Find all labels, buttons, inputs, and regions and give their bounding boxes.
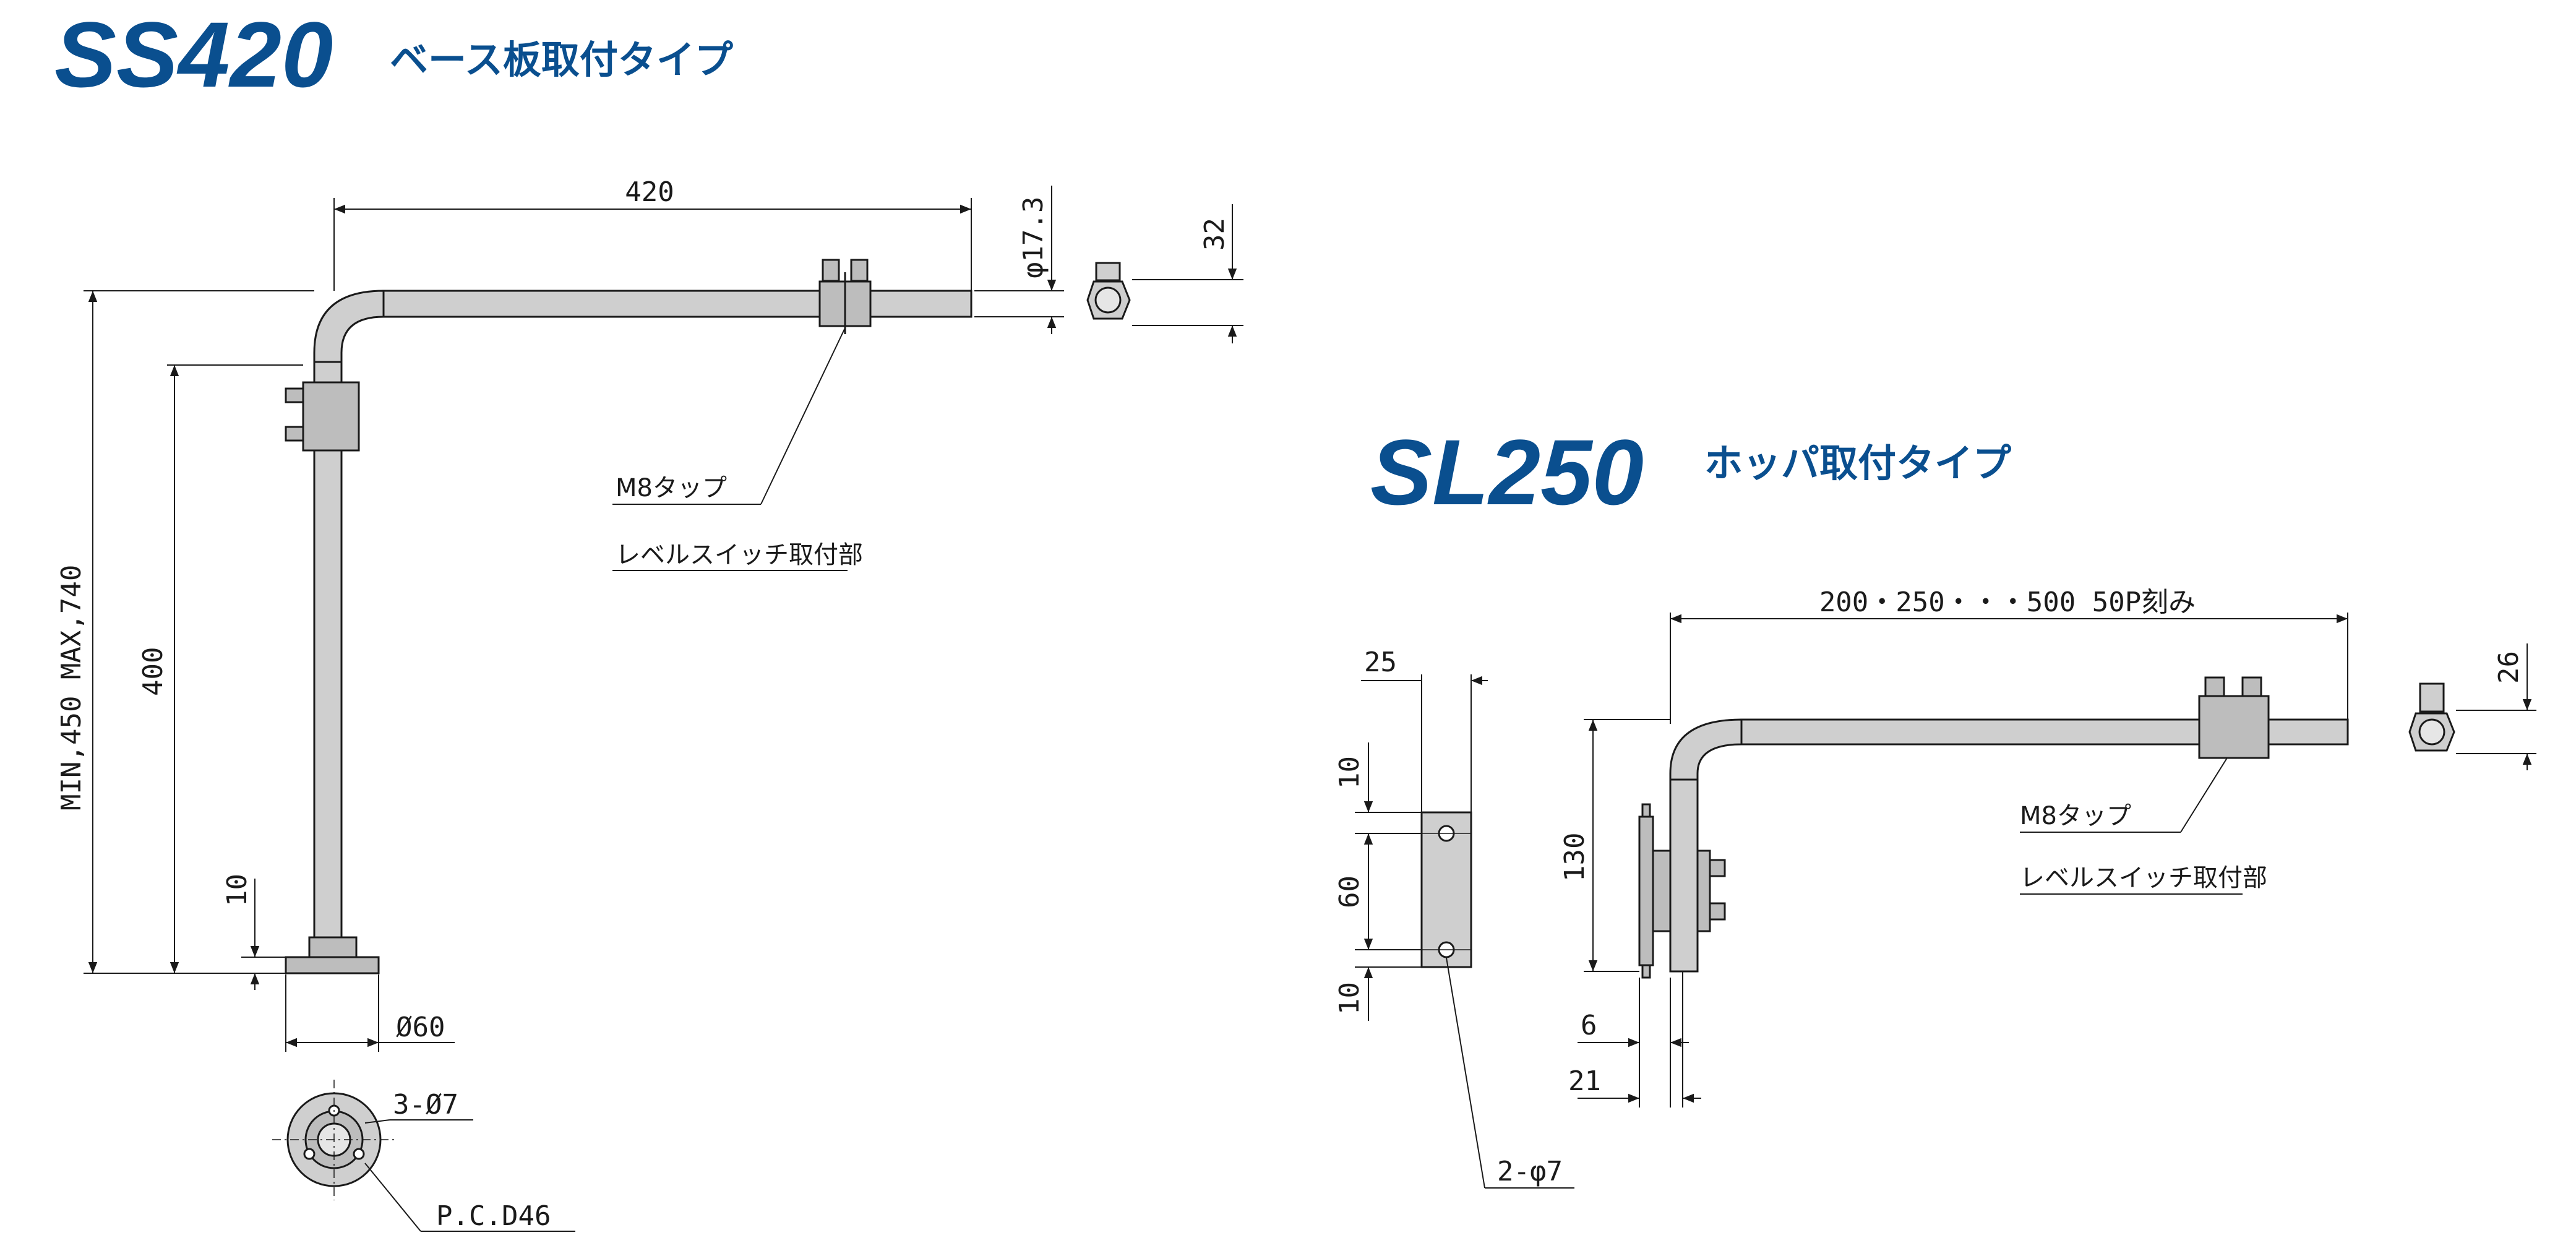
sl250-dim-height: 130	[1559, 833, 1591, 882]
ss420-subtitle: ベース板取付タイプ	[390, 37, 733, 82]
sl250-section: SL250 ホッパ取付タイプ	[1334, 420, 2536, 1189]
sl250-dim-plate-width: 25	[1364, 647, 1397, 678]
ss420-dim-length: 420	[625, 176, 674, 208]
sl250-plate-side-view	[1420, 811, 1472, 968]
sl250-dim-top-margin: 10	[1334, 756, 1365, 789]
ss420-section: SS420 ベース板取付タイプ	[54, 2, 1243, 1232]
ss420-pipe	[313, 290, 972, 939]
ss420-dim-nut: 32	[1199, 218, 1230, 251]
ss420-vertical-clamp	[285, 381, 360, 452]
ss420-base-plan	[272, 1080, 396, 1200]
ss420-dim-pcd: P.C.D46	[436, 1200, 551, 1232]
sl250-note-switch: レベルスイッチ取付部	[2020, 864, 2267, 892]
sl250-dim-offset: 21	[1568, 1065, 1601, 1097]
sl250-model-title: SL250	[1370, 420, 1644, 524]
sl250-subtitle: ホッパ取付タイプ	[1704, 441, 2011, 486]
sl250-dim-bottom-margin: 10	[1334, 982, 1365, 1015]
sl250-note-tap: M8タップ	[2020, 802, 2131, 830]
ss420-note-switch: レベルスイッチ取付部	[616, 541, 863, 569]
ss420-dim-total-height: MIN,450 MAX,740	[56, 565, 87, 811]
sl250-dimensions	[1355, 613, 2536, 1189]
ss420-dim-base-dia: Ø60	[396, 1012, 445, 1043]
sl250-dim-hole-pitch: 60	[1334, 875, 1365, 908]
ss420-model-title: SS420	[54, 2, 333, 106]
ss420-note-tap: M8タップ	[616, 474, 727, 502]
sl250-dim-plate-thk: 6	[1581, 1010, 1597, 1041]
ss420-dimensions	[84, 186, 1243, 1232]
sl250-clamp	[2198, 676, 2270, 759]
sl250-dim-length: 200・250・・・500 50P刻み	[1819, 587, 2196, 618]
ss420-nut-end-view	[1086, 262, 1131, 320]
ss420-dim-pipe-dia: φ17.3	[1018, 197, 1049, 278]
sl250-mount-plate	[1638, 803, 1726, 979]
ss420-dim-holes: 3-Ø7	[393, 1089, 458, 1121]
ss420-base	[285, 936, 380, 974]
ss420-dim-height: 400	[137, 647, 169, 696]
ss420-dim-base-thk: 10	[221, 874, 253, 906]
sl250-dim-holes: 2-φ7	[1497, 1156, 1563, 1187]
sl250-dim-nut: 26	[2493, 651, 2525, 684]
sl250-nut-end-view	[2408, 682, 2455, 752]
ss420-horizontal-clamp	[818, 259, 872, 334]
